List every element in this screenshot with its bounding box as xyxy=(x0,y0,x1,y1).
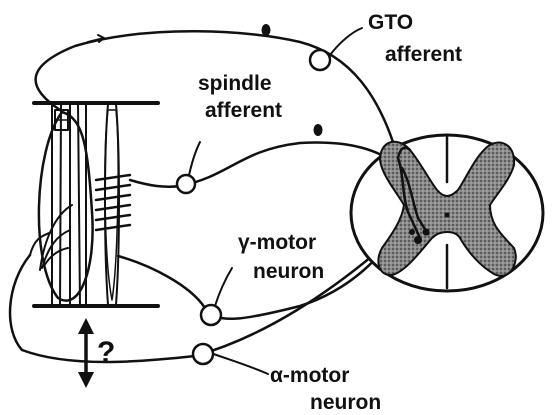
alpha-motor-axon-node xyxy=(193,344,213,364)
gto-label-line2: afferent xyxy=(385,44,462,65)
alpha-motor-fiber xyxy=(10,232,400,362)
gamma-motor-axon-node xyxy=(201,305,221,325)
spindle-label-line1: spindle xyxy=(198,73,272,94)
gto-label-leader xyxy=(330,28,362,55)
gto-pathway-dot xyxy=(262,24,271,36)
annulospiral-coil xyxy=(96,175,130,230)
central-canal xyxy=(445,213,450,218)
gto-label-line1: GTO xyxy=(368,12,413,33)
double-headed-arrow xyxy=(78,318,94,388)
gto-afferent-arrow xyxy=(88,35,104,42)
spindle-label-line2: afferent xyxy=(205,100,282,121)
alpha-label-line2: neuron xyxy=(310,392,381,413)
muscle-assembly xyxy=(30,103,158,306)
spindle-pathway-dot xyxy=(314,124,323,136)
spindle-ganglion xyxy=(177,175,195,193)
gamma-label-leader xyxy=(215,268,232,306)
gamma-label-line1: γ-motor xyxy=(238,232,316,253)
question-mark: ? xyxy=(97,338,115,368)
alpha-label-leader xyxy=(208,352,268,374)
muscle-belly-outline xyxy=(39,112,93,301)
gamma-label-line2: neuron xyxy=(253,261,324,282)
spindle-label-leader xyxy=(188,142,200,180)
gto-dorsal-root-ganglion xyxy=(310,50,330,70)
intrafusal-spindle xyxy=(105,104,119,305)
spinal-cord-section xyxy=(351,135,543,291)
alpha-label-line1: α-motor xyxy=(270,365,349,386)
